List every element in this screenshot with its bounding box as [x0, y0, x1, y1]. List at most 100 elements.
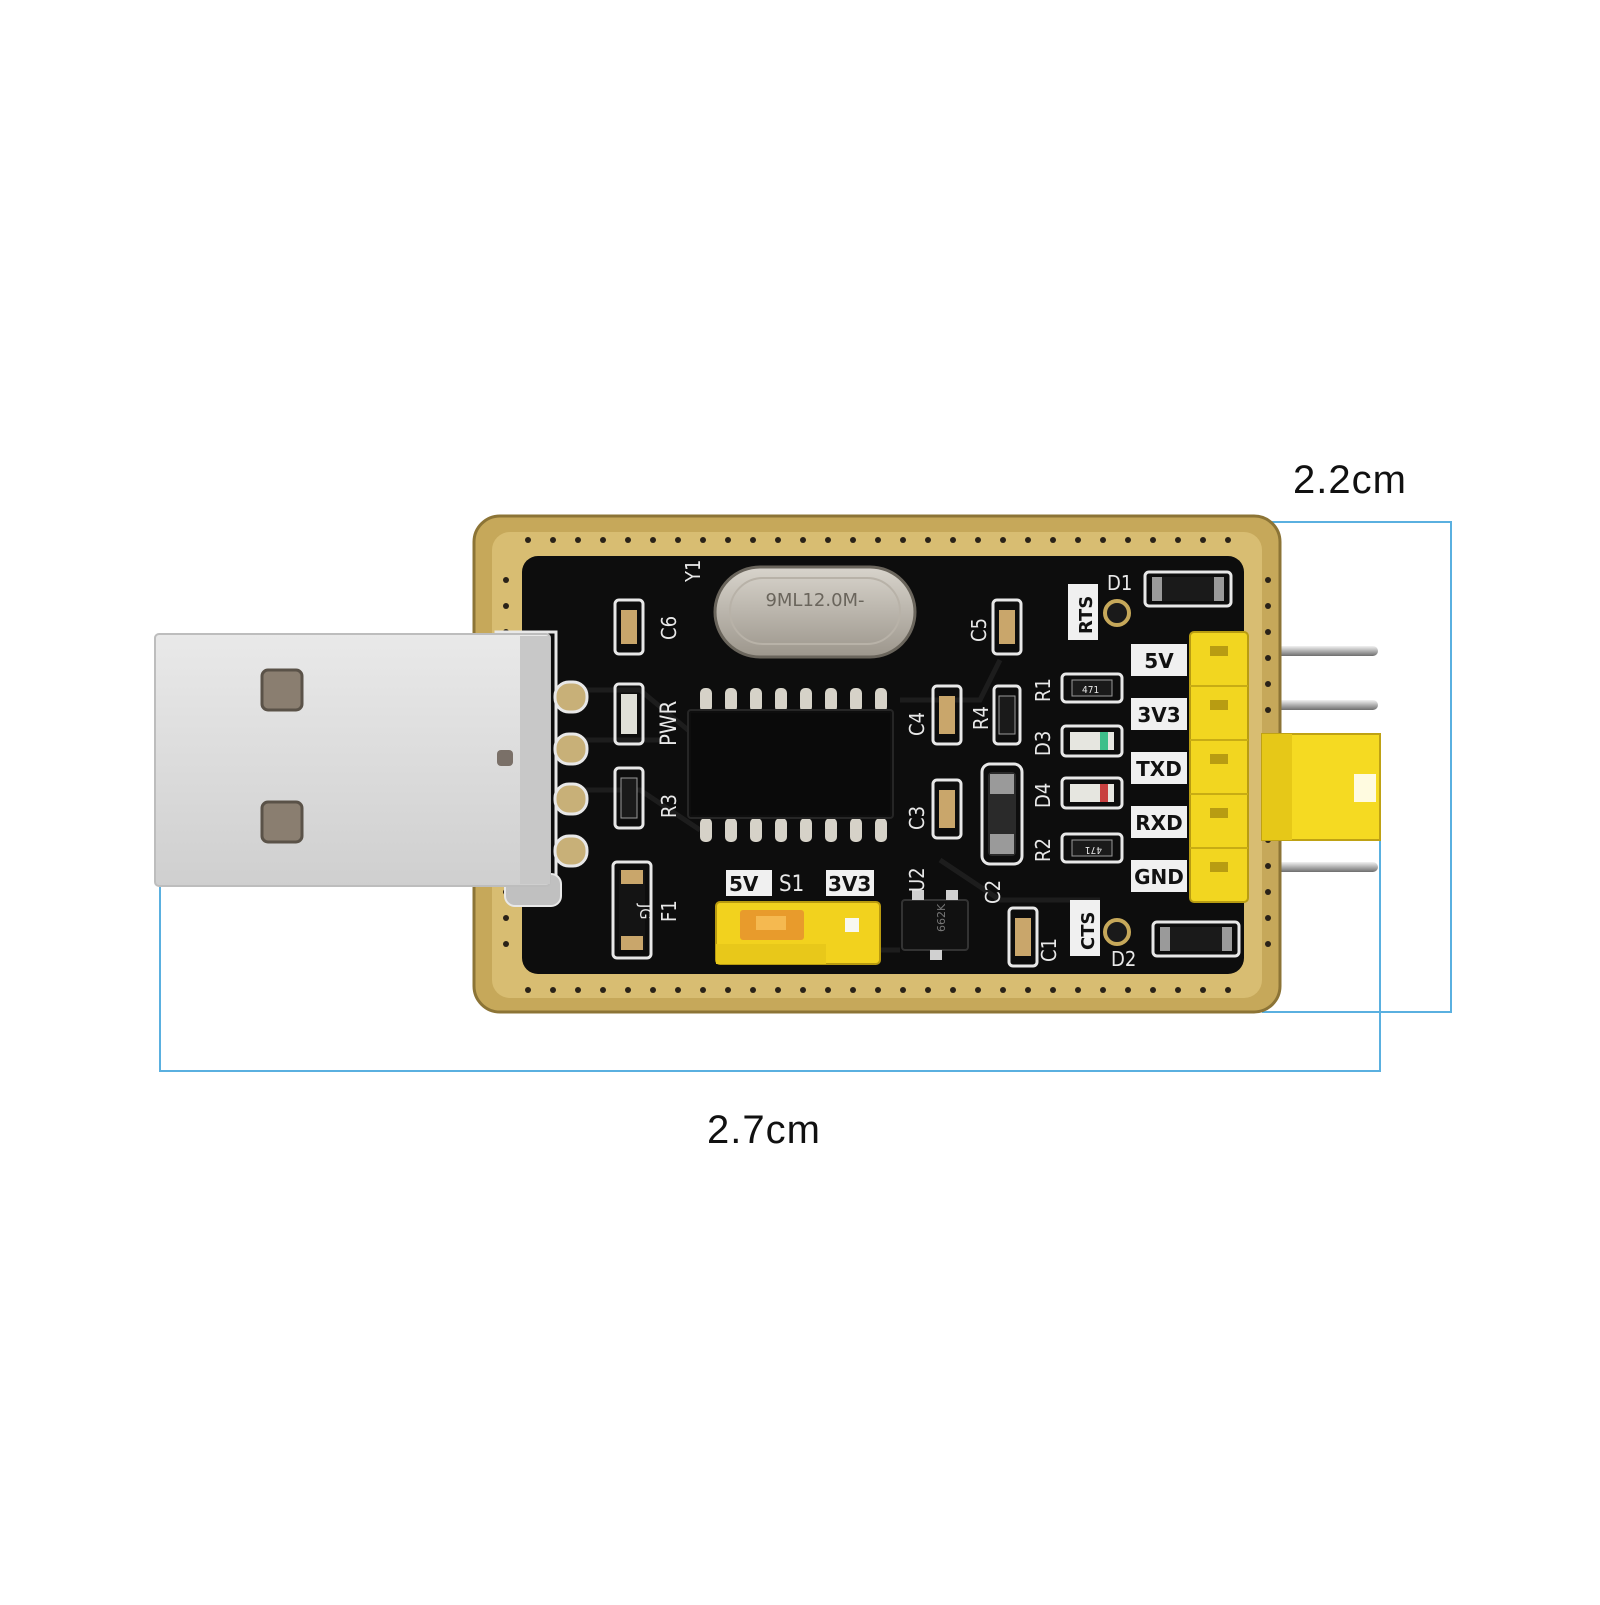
svg-text:PWR: PWR [657, 700, 682, 746]
svg-text:U2: U2 [905, 867, 929, 892]
svg-text:D1: D1 [1107, 571, 1132, 595]
via [800, 537, 806, 543]
via [1265, 941, 1271, 947]
via [1150, 987, 1156, 993]
via [1200, 987, 1206, 993]
via [1225, 537, 1231, 543]
via [650, 537, 656, 543]
svg-text:C1: C1 [1037, 938, 1061, 962]
ic-pin [700, 688, 712, 712]
via [525, 537, 531, 543]
svg-text:D4: D4 [1031, 783, 1055, 808]
via [750, 987, 756, 993]
via [800, 987, 806, 993]
via [1265, 681, 1271, 687]
svg-text:R1: R1 [1031, 678, 1055, 702]
via [550, 987, 556, 993]
via [1175, 987, 1181, 993]
via [600, 537, 606, 543]
via [1025, 987, 1031, 993]
via [1050, 987, 1056, 993]
ic-pin [775, 818, 787, 842]
svg-text:9ML12.0M-: 9ML12.0M- [765, 590, 864, 611]
svg-text:CTS: CTS [1078, 912, 1099, 950]
via [1265, 915, 1271, 921]
via [950, 537, 956, 543]
svg-text:C2: C2 [981, 880, 1005, 904]
svg-text:D3: D3 [1031, 731, 1055, 756]
via [1100, 987, 1106, 993]
smd-components: C6 C5 PWR R3 JG F1 C4 R4 C3 [611, 570, 1241, 971]
via [503, 603, 509, 609]
via [1265, 577, 1271, 583]
width-dimension-label: 2.7cm [707, 1108, 821, 1152]
ic-pin [725, 818, 737, 842]
via [525, 987, 531, 993]
via [675, 987, 681, 993]
svg-text:R4: R4 [969, 706, 993, 730]
via [625, 537, 631, 543]
svg-text:471: 471 [1082, 685, 1099, 696]
svg-text:S1: S1 [779, 872, 804, 897]
svg-text:C3: C3 [905, 806, 929, 830]
via [950, 987, 956, 993]
via [775, 987, 781, 993]
via [825, 987, 831, 993]
via [550, 537, 556, 543]
via [1125, 537, 1131, 543]
via [725, 537, 731, 543]
via [650, 987, 656, 993]
via [850, 987, 856, 993]
via [1000, 537, 1006, 543]
via [1050, 537, 1056, 543]
via [575, 537, 581, 543]
via [875, 987, 881, 993]
svg-text:C6: C6 [657, 616, 681, 640]
via [1225, 987, 1231, 993]
via [675, 537, 681, 543]
main-ic [687, 688, 894, 842]
via [1265, 863, 1271, 869]
usb-connector [154, 630, 589, 907]
via [503, 915, 509, 921]
via [1100, 537, 1106, 543]
svg-text:TXD: TXD [1136, 757, 1182, 781]
svg-text:JG: JG [636, 903, 655, 919]
via [700, 987, 706, 993]
ic-pin [750, 688, 762, 712]
svg-text:C4: C4 [905, 712, 929, 736]
ic-pin [875, 818, 887, 842]
via [925, 987, 931, 993]
via [1025, 537, 1031, 543]
ic-pin [875, 688, 887, 712]
svg-text:5V: 5V [729, 872, 759, 896]
via [900, 987, 906, 993]
svg-text:R2: R2 [1031, 838, 1055, 862]
ic-pin [700, 818, 712, 842]
svg-text:GND: GND [1134, 865, 1184, 889]
svg-text:Y1: Y1 [681, 560, 705, 583]
via [1000, 987, 1006, 993]
svg-text:5V: 5V [1144, 649, 1174, 673]
svg-text:3V3: 3V3 [828, 872, 871, 896]
svg-text:D2: D2 [1111, 947, 1136, 971]
via [725, 987, 731, 993]
via [1265, 707, 1271, 713]
via [503, 941, 509, 947]
ic-pin [800, 818, 812, 842]
pin-labels: 5V 3V3 TXD RXD GND [1131, 644, 1187, 892]
via [1075, 987, 1081, 993]
via [575, 987, 581, 993]
via [600, 987, 606, 993]
dimension-lines [159, 521, 1452, 1072]
via [503, 577, 509, 583]
via [750, 537, 756, 543]
via [625, 987, 631, 993]
via [1125, 987, 1131, 993]
height-dimension-label: 2.2cm [1293, 458, 1407, 502]
svg-text:RTS: RTS [1076, 596, 1097, 634]
svg-text:471: 471 [1085, 844, 1102, 855]
via [975, 537, 981, 543]
ic-pin [750, 818, 762, 842]
